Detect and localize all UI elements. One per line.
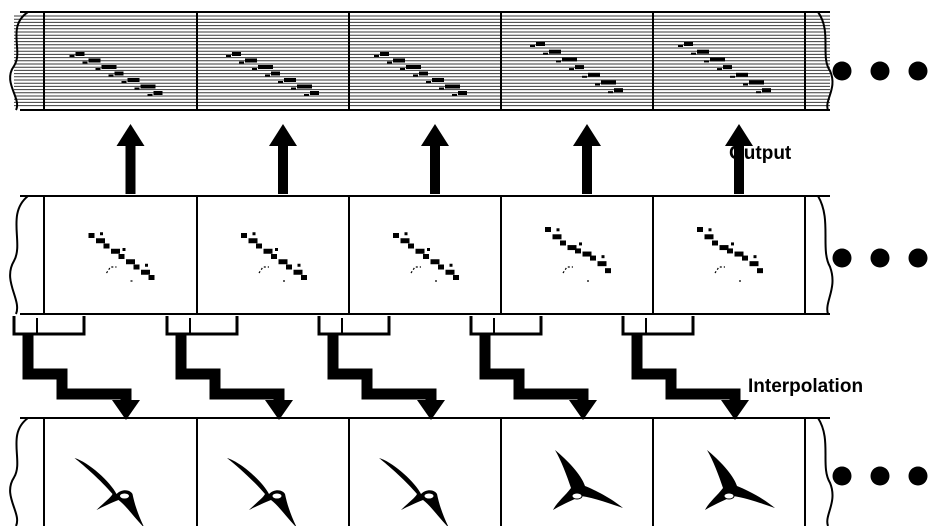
bird-frame-3	[379, 458, 449, 528]
interpolation-arrow-4	[469, 316, 597, 420]
film-strips	[9, 11, 834, 528]
piano-roll-frame-2	[226, 52, 319, 96]
bird-frame-4	[553, 450, 623, 510]
output-label: Output	[729, 143, 792, 164]
output-strip	[9, 11, 834, 111]
output-arrow-3	[421, 124, 449, 194]
output-arrow-2	[269, 124, 297, 194]
piano-roll-frame-1	[69, 52, 163, 96]
output-arrow-5	[725, 124, 753, 194]
matrix-frame-2	[241, 232, 307, 282]
bird-icon	[227, 458, 297, 528]
interpolation-arrow-5	[621, 316, 749, 420]
ellipsis-row-1	[832, 61, 928, 81]
matrix-frame-5	[697, 227, 763, 282]
interpolated-strip	[9, 417, 834, 528]
bird-frame-1	[74, 458, 145, 528]
torn-right-edge	[817, 11, 834, 111]
bird-icon	[379, 458, 449, 528]
ellipsis-row-3	[832, 466, 928, 486]
keyframe-strip	[9, 195, 834, 315]
staff-lines	[14, 15, 830, 107]
torn-left-edge	[9, 11, 29, 111]
bird-icon	[705, 450, 775, 510]
output-arrow-1	[116, 124, 145, 194]
torn-right-edge	[817, 417, 834, 527]
interpolation-label: Interpolation	[748, 376, 864, 397]
matrix-frame-3	[393, 232, 459, 282]
piano-roll-frame-5	[678, 42, 771, 94]
torn-left-edge	[9, 417, 29, 527]
bird-frame-2	[227, 458, 297, 528]
interpolation-arrow-1	[12, 316, 140, 420]
interpolation-arrow-2	[165, 316, 293, 420]
interpolation-arrow-3	[317, 316, 445, 420]
bird-icon	[553, 450, 623, 510]
continuation-dots	[832, 61, 928, 486]
bird-icon	[74, 458, 145, 528]
piano-roll-frame-4	[530, 42, 623, 94]
arrows	[12, 124, 753, 420]
ellipsis-row-2	[832, 248, 928, 268]
torn-right-edge	[817, 195, 834, 315]
output-arrow-4	[573, 124, 601, 194]
bird-frame-5	[705, 450, 775, 510]
matrix-frame-1	[88, 232, 155, 282]
piano-roll-frame-3	[374, 52, 467, 96]
torn-left-edge	[9, 195, 29, 315]
matrix-frame-4	[545, 227, 611, 282]
